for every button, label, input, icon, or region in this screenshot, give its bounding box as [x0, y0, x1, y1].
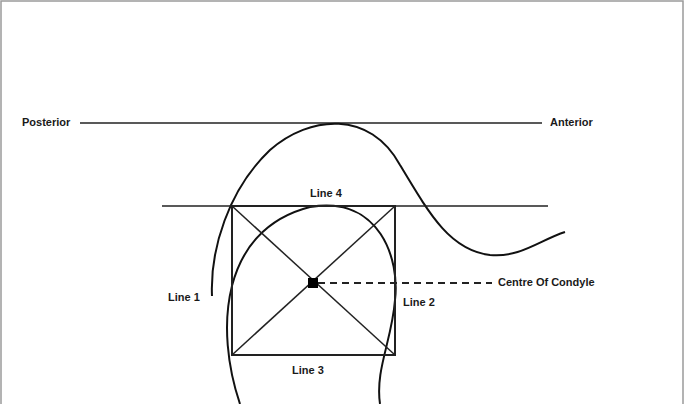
leader-line — [318, 282, 492, 284]
line-label: Line 3 — [290, 364, 326, 377]
direction-label: Posterior — [20, 116, 72, 129]
line-label: Line 2 — [401, 296, 437, 309]
reference-line — [80, 122, 542, 124]
point-label: Centre Of Condyle — [496, 276, 597, 289]
direction-label: Anterior — [548, 116, 595, 129]
line-label: Line 4 — [308, 187, 344, 200]
line-label: Line 1 — [166, 291, 202, 304]
condyle-outline — [227, 206, 396, 404]
diagonal-line — [232, 206, 395, 355]
glenoid-fossa-outline — [212, 124, 565, 296]
construction-square — [232, 206, 395, 355]
centre-marker — [308, 278, 318, 288]
diagonal-line — [232, 206, 395, 355]
